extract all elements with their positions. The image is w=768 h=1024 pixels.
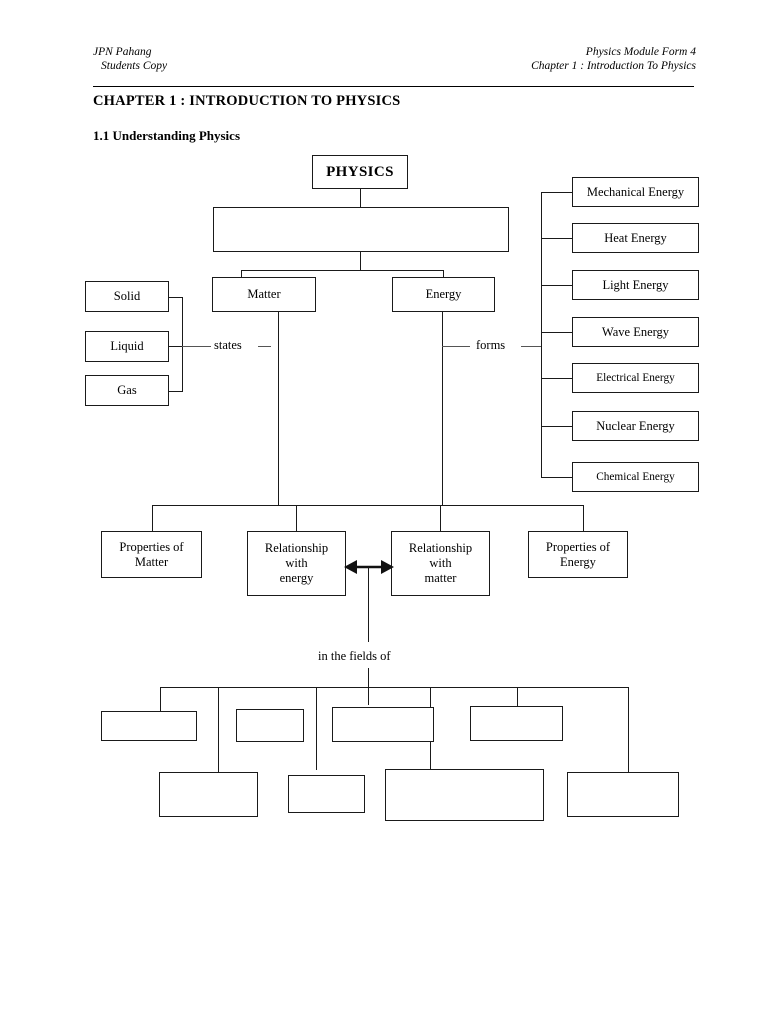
energy-form-box-chemical: Chemical Energy <box>572 462 699 492</box>
physics-root-box: PHYSICS <box>312 155 408 189</box>
fields-drop-1 <box>160 687 161 712</box>
field-box-row1-4[interactable] <box>470 706 563 741</box>
energy-form-connector-4 <box>541 332 572 333</box>
fields-drop-5 <box>517 687 518 707</box>
field-box-row2-3[interactable] <box>385 769 544 821</box>
energy-form-connector-6 <box>541 426 572 427</box>
energy-form-box-electrical: Electrical Energy <box>572 363 699 393</box>
forms-stub-right <box>521 346 542 347</box>
states-label: states <box>214 338 242 352</box>
energy-form-connector-2 <box>541 238 572 239</box>
energy-form-connector-7 <box>541 477 572 478</box>
energy-form-box-heat: Heat Energy <box>572 223 699 253</box>
energy-form-box-wave: Wave Energy <box>572 317 699 347</box>
fields-bus <box>160 687 628 688</box>
relationship-drop-3 <box>440 505 441 531</box>
in-the-fields-of-label: in the fields of <box>318 649 391 663</box>
relationship-drop-2 <box>296 505 297 531</box>
state-box-gas: Gas <box>85 375 169 406</box>
field-box-row1-2[interactable] <box>236 709 304 742</box>
relationship-box-label: Relationship with matter <box>408 541 473 585</box>
field-box-row1-3[interactable] <box>332 707 434 742</box>
field-box-row1-1[interactable] <box>101 711 197 741</box>
relationship-box-label: Relationship with energy <box>264 541 329 585</box>
relationship-box-properties-of-matter: Properties of Matter <box>101 531 202 578</box>
state-connector-liquid <box>169 346 183 347</box>
field-box-row2-1[interactable] <box>159 772 258 817</box>
energy-spine <box>442 312 443 505</box>
state-bracket-spine <box>182 297 183 391</box>
header-right: Physics Module Form 4 Chapter 1 : Introd… <box>531 45 696 73</box>
connector-definition-down <box>360 252 361 270</box>
state-box-solid: Solid <box>85 281 169 312</box>
connector-root-to-definition <box>360 189 361 207</box>
relationship-box-properties-of-energy: Properties of Energy <box>528 531 628 578</box>
energy-form-box-nuclear: Nuclear Energy <box>572 411 699 441</box>
energy-box: Energy <box>392 277 495 312</box>
fields-drop-6 <box>628 687 629 775</box>
connector-drop-energy <box>443 270 444 277</box>
forms-label: forms <box>476 338 506 352</box>
relationship-bus <box>152 505 583 506</box>
relationship-drop-4 <box>583 505 584 531</box>
connector-fields-down <box>368 668 369 705</box>
relationship-box-label: Properties of Energy <box>545 539 611 569</box>
header-divider <box>93 86 694 87</box>
energy-form-box-mechanical: Mechanical Energy <box>572 177 699 207</box>
relationship-box-label: Properties of Matter <box>119 539 184 569</box>
states-stub-right <box>258 346 271 347</box>
field-box-row2-2[interactable] <box>288 775 365 813</box>
header-right-line1: Physics Module Form 4 <box>585 46 696 58</box>
header-left-line2: Students Copy <box>101 60 168 72</box>
energy-form-connector-3 <box>541 285 572 286</box>
field-box-row2-4[interactable] <box>567 772 679 817</box>
connector-drop-matter <box>241 270 242 277</box>
state-connector-solid <box>169 297 183 298</box>
energy-form-connector-1 <box>541 192 572 193</box>
chapter-title: CHAPTER 1 : INTRODUCTION TO PHYSICS <box>93 93 401 109</box>
energy-form-connector-5 <box>541 378 572 379</box>
state-box-liquid: Liquid <box>85 331 169 362</box>
energy-forms-spine <box>541 192 542 477</box>
state-connector-gas <box>169 391 183 392</box>
relationship-drop-1 <box>152 505 153 531</box>
forms-stub-left <box>442 346 470 347</box>
definition-blank-box[interactable] <box>213 207 509 252</box>
relationship-box-relationship-with-matter: Relationship with matter <box>391 531 490 596</box>
header-right-line2: Chapter 1 : Introduction To Physics <box>531 60 696 72</box>
header-left-line1: JPN Pahang <box>93 46 152 58</box>
fields-drop-3 <box>316 687 317 770</box>
header-left: JPN Pahang Students Copy <box>93 45 167 73</box>
states-stub-left <box>182 346 211 347</box>
connector-arrow-to-fields <box>368 567 369 642</box>
matter-spine <box>278 312 279 505</box>
matter-box: Matter <box>212 277 316 312</box>
bidirectional-arrow-icon <box>344 558 394 576</box>
relationship-box-relationship-with-energy: Relationship with energy <box>247 531 346 596</box>
connector-bus-matter-energy <box>241 270 444 271</box>
energy-form-box-light: Light Energy <box>572 270 699 300</box>
fields-drop-2 <box>218 687 219 787</box>
section-title: 1.1 Understanding Physics <box>93 128 240 143</box>
